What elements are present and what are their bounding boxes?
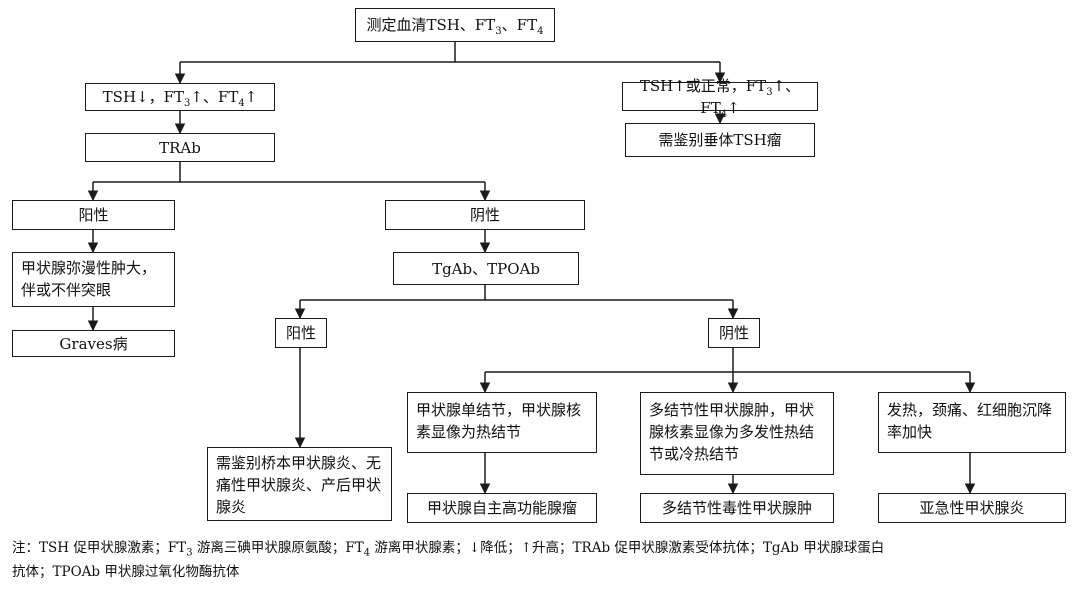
- node-measure-serum-label: 测定血清TSH、FT3、FT4: [366, 16, 544, 37]
- node-differentiate-thyroiditis-label: 需鉴别桥本甲状腺炎、无痛性甲状腺炎、产后甲状腺炎: [216, 454, 382, 516]
- node-pituitary-tsh-tumor: 需鉴别垂体TSH瘤: [625, 123, 815, 157]
- node-trab-negative-label: 阴性: [469, 206, 500, 224]
- node-toxic-adenoma: 甲状腺自主高功能腺瘤: [407, 493, 597, 523]
- node-differentiate-thyroiditis: 需鉴别桥本甲状腺炎、无痛性甲状腺炎、产后甲状腺炎: [207, 447, 392, 521]
- node-fever-neck-pain: 发热，颈痛、红细胞沉降率加快: [878, 392, 1066, 453]
- node-trab-negative: 阴性: [385, 200, 585, 230]
- node-graves-label: Graves病: [59, 334, 128, 353]
- node-multi-nodule: 多结节性甲状腺肿，甲状腺核素显像为多发性热结节或冷热结节: [640, 392, 834, 475]
- node-toxic-adenoma-label: 甲状腺自主高功能腺瘤: [426, 499, 577, 517]
- node-diffuse-goiter: 甲状腺弥漫性肿大，伴或不伴突眼: [12, 252, 175, 307]
- node-trab: TRAb: [85, 133, 275, 162]
- node-trab-positive: 阳性: [12, 200, 175, 230]
- node-subacute-thyroiditis: 亚急性甲状腺炎: [878, 493, 1066, 523]
- node-multi-nodule-label: 多结节性甲状腺肿，甲状腺核素显像为多发性热结节或冷热结节: [649, 401, 815, 463]
- node-subacute-thyroiditis-label: 亚急性甲状腺炎: [919, 499, 1025, 517]
- node-single-nodule-label: 甲状腺单结节，甲状腺核素显像为热结节: [416, 401, 582, 441]
- node-graves: Graves病: [12, 330, 175, 357]
- node-antibody-positive: 阳性: [275, 318, 327, 348]
- node-antibody-negative: 阴性: [708, 318, 760, 348]
- node-single-nodule: 甲状腺单结节，甲状腺核素显像为热结节: [407, 392, 597, 453]
- node-tsh-high-label: TSH↑或正常，FT3↑、FT4↑: [639, 76, 801, 120]
- footnote-line-2: 抗体；TPOAb 甲状腺过氧化物酶抗体: [12, 564, 240, 580]
- node-tgab-tpoab-label: TgAb、TPOAb: [432, 259, 540, 278]
- node-toxic-multinodular-goiter: 多结节性毒性甲状腺肿: [640, 493, 834, 523]
- node-toxic-multinodular-goiter-label: 多结节性毒性甲状腺肿: [661, 499, 812, 517]
- node-tsh-low: TSH↓，FT3↑、FT4↑: [85, 83, 275, 111]
- node-measure-serum: 测定血清TSH、FT3、FT4: [355, 8, 555, 42]
- node-antibody-positive-label: 阳性: [285, 324, 316, 342]
- node-tgab-tpoab: TgAb、TPOAb: [393, 252, 579, 285]
- footnote-line-1: 注：TSH 促甲状腺激素；FT3 游离三碘甲状腺原氨酸；FT4 游离甲状腺素；↓…: [12, 540, 885, 559]
- node-trab-label: TRAb: [159, 138, 201, 157]
- node-fever-neck-pain-label: 发热，颈痛、红细胞沉降率加快: [887, 401, 1053, 441]
- node-tsh-low-label: TSH↓，FT3↑、FT4↑: [102, 88, 258, 109]
- node-antibody-negative-label: 阴性: [718, 324, 749, 342]
- node-pituitary-tsh-tumor-label: 需鉴别垂体TSH瘤: [658, 131, 782, 149]
- node-tsh-high: TSH↑或正常，FT3↑、FT4↑: [622, 77, 818, 119]
- node-trab-positive-label: 阳性: [78, 206, 109, 224]
- node-diffuse-goiter-label: 甲状腺弥漫性肿大，伴或不伴突眼: [21, 259, 157, 299]
